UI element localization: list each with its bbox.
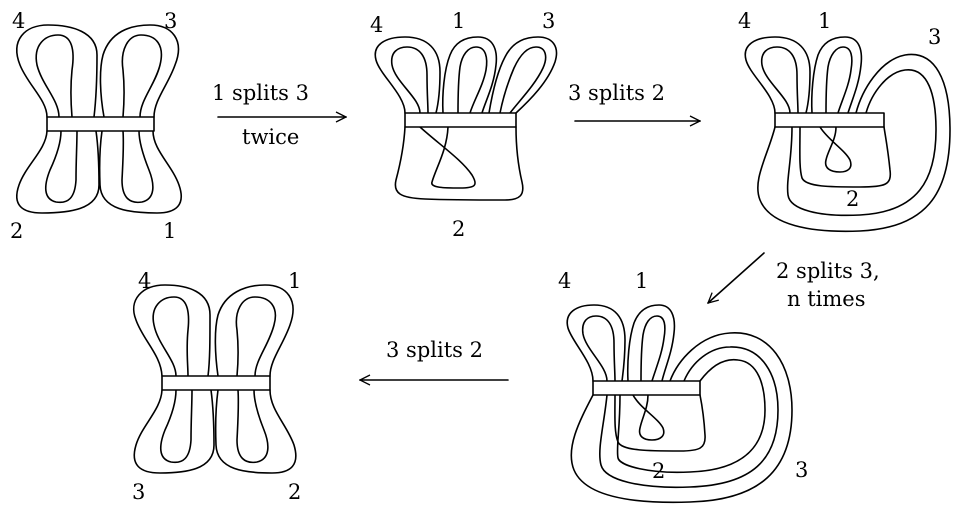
stage-1-band-4-inner	[35, 34, 74, 118]
stage-1-band-1-inner	[121, 130, 154, 204]
stage-3-band-1-inner	[825, 46, 853, 114]
stage-2-band-3-inner	[499, 46, 547, 114]
stage-2-label-bottom: 2	[452, 217, 465, 241]
stage-2-band-4-outer	[374, 36, 441, 114]
stage-4-label-top-left: 4	[558, 269, 571, 293]
stage-1-band-2-outer	[16, 130, 100, 214]
stage-3-band-4-outer	[744, 36, 811, 114]
stage-5-band-1-inner	[235, 296, 277, 377]
stage-2-band-3-outer	[488, 36, 558, 114]
stage-1-band-2-inner	[45, 130, 78, 204]
stage-1-label-bottom-left: 2	[10, 219, 23, 243]
stage-3-band-3-outer	[757, 53, 951, 233]
stage-1-label-bottom-right: 1	[163, 219, 176, 243]
stage-1-label-top-left: 4	[12, 9, 25, 33]
stage-4-band-3-outer	[570, 332, 793, 504]
stage-5-core-rectangle	[161, 375, 271, 391]
arrow-3-label-line2: n times	[787, 287, 865, 311]
arrow-1-label-line2: twice	[242, 125, 299, 149]
stage-1-surface	[16, 24, 182, 214]
stage-4-band-1-outer	[626, 304, 676, 382]
stage-4-band-3-mid	[598, 346, 779, 489]
stage-2-surface	[374, 36, 558, 201]
stage-2-label-top-left: 4	[370, 13, 383, 37]
stage-5-band-3-inner	[160, 389, 193, 464]
arrow-4-label-line1: 3 splits 2	[386, 338, 483, 362]
stage-2-label-top-right: 3	[542, 9, 555, 33]
stage-5-band-4-inner	[152, 296, 190, 377]
stage-4-band-2-outer	[614, 394, 706, 452]
stage-4-band-4-inner	[581, 315, 616, 382]
stage-2-core-rectangle	[404, 112, 517, 128]
stage-3-band-2-inner	[819, 126, 852, 173]
stage-3-surface	[744, 36, 951, 233]
stage-3-label-right: 3	[928, 25, 941, 49]
stage-5-band-2-inner	[236, 389, 269, 464]
arrow-3	[708, 252, 765, 303]
stage-5-band-1-outer	[214, 284, 294, 377]
stage-2-band-2-outer	[394, 126, 524, 201]
stage-5-label-top-right: 1	[288, 269, 301, 293]
stage-5-label-bottom-left: 3	[132, 480, 145, 504]
stage-4-band-1-inner	[640, 315, 666, 382]
stage-3-label-top-left: 4	[738, 9, 751, 33]
stage-5-label-bottom-right: 2	[288, 480, 301, 504]
stage-4-band-3-inner	[616, 358, 766, 474]
stage-1-band-4-outer	[16, 24, 98, 118]
stage-1-band-3-outer	[99, 24, 180, 118]
stage-3-band-4-inner	[760, 46, 799, 114]
arrow-2-label-line1: 3 splits 2	[568, 81, 665, 105]
stage-1-band-1-outer	[98, 130, 182, 214]
stage-5-band-4-outer	[132, 284, 211, 377]
stage-1-label-top-right: 3	[164, 9, 177, 33]
stage-3-band-2-outer	[799, 126, 892, 188]
arrow-1-label-line1: 1 splits 3	[212, 81, 309, 105]
stage-1-band-3-inner	[121, 34, 163, 118]
stage-5-label-top-left: 4	[138, 269, 151, 293]
stage-2-band-4-inner	[390, 46, 429, 114]
stage-4-label-inner: 2	[652, 459, 665, 483]
stage-1-core-rectangle	[46, 116, 155, 132]
stage-2-band-1-outer	[441, 36, 498, 114]
stage-3-core-rectangle	[774, 112, 885, 128]
stage-3-band-1-outer	[810, 36, 863, 114]
stage-2-band-1-inner	[457, 46, 488, 114]
stage-4-band-2-inner	[632, 394, 665, 441]
stage-5-band-2-outer	[214, 389, 297, 474]
stage-2-band-2-inner	[419, 126, 476, 189]
stage-4-label-right: 3	[795, 458, 808, 482]
stage-4-core-rectangle	[592, 380, 701, 396]
stage-2-label-top-middle: 1	[452, 9, 465, 33]
stage-4-label-top-middle: 1	[635, 269, 648, 293]
stage-5-band-3-outer	[133, 389, 215, 474]
stage-4-band-4-outer	[566, 304, 626, 382]
stage-4-surface	[566, 304, 793, 504]
stage-5-surface	[132, 284, 297, 474]
arrow-3-label-line1: 2 splits 3,	[776, 259, 880, 283]
stage-3-label-top-middle: 1	[818, 9, 831, 33]
stage-3-band-3-inner	[786, 69, 937, 217]
stage-3-label-inner: 2	[846, 187, 859, 211]
